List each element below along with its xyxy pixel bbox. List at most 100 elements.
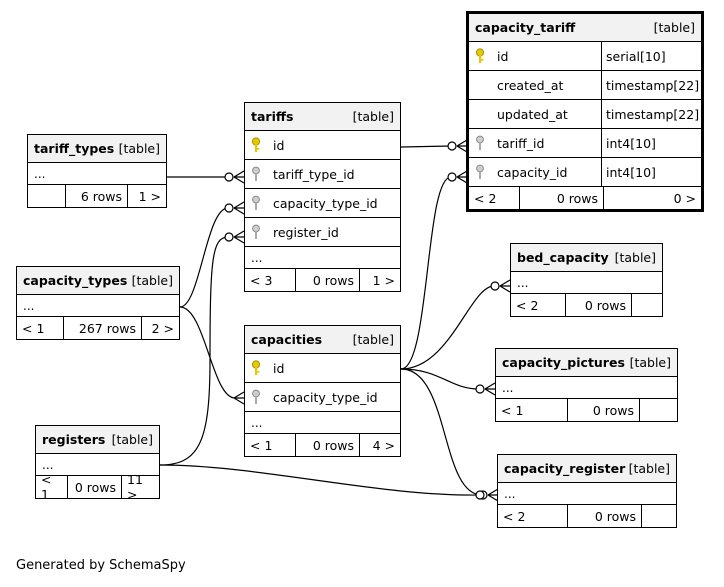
children-count [641, 505, 676, 527]
table-kind: [table] [628, 461, 670, 476]
parents-count: < 3 [250, 272, 273, 288]
column-name: register_id [273, 224, 339, 240]
column-name: id [273, 360, 285, 376]
column-row[interactable]: created_at timestamp[22] [469, 71, 701, 100]
children-count: 1 > [127, 185, 166, 207]
children-count: 2 > [141, 317, 179, 339]
parents-count [28, 185, 65, 207]
edge-capacity-types-capacities [179, 306, 236, 399]
edge-registers-tariffs [159, 236, 229, 466]
foreign-key-icon [476, 164, 484, 179]
children-count [631, 294, 662, 316]
column-row[interactable]: capacity_id int4[10] [469, 158, 701, 187]
table-header: capacity_types [table] [17, 267, 179, 295]
table-tariff-types[interactable]: tariff_types [table] ... 6 rows 1 > [27, 134, 167, 208]
column-type: timestamp[22] [601, 71, 701, 99]
table-header: capacity_register [table] [498, 455, 676, 483]
column-name: id [273, 137, 285, 153]
crowfoot-marker [490, 279, 511, 293]
primary-key-icon [251, 360, 261, 375]
table-capacity-pictures[interactable]: capacity_pictures [table] ... < 1 0 rows [495, 348, 678, 422]
table-capacity-tariff[interactable]: capacity_tariff [table] id serial[10] cr… [466, 11, 704, 212]
column-row[interactable]: tariff_id int4[10] [469, 129, 701, 158]
primary-key-icon [251, 137, 261, 152]
column-row[interactable]: capacity_type_id [245, 383, 400, 412]
crowfoot-marker [224, 201, 245, 215]
table-footer: < 2 0 rows 0 > [469, 187, 701, 209]
table-bed-capacity[interactable]: bed_capacity [table] ... < 2 0 rows [510, 243, 663, 317]
column-row[interactable]: id serial[10] [469, 42, 701, 71]
table-name: tariffs [251, 109, 294, 124]
table-capacity-types[interactable]: capacity_types [table] ... < 1 267 rows … [16, 266, 180, 340]
row-count: 0 rows [519, 187, 603, 209]
more-columns: ... [245, 247, 400, 269]
edge-tariffs-capacity-tariff [400, 145, 452, 148]
column-row[interactable]: register_id [245, 218, 400, 247]
table-kind: [table] [352, 109, 394, 124]
children-count: 0 > [603, 187, 701, 209]
table-name: tariff_types [34, 141, 115, 156]
column-row[interactable]: id [245, 354, 400, 383]
table-footer: < 1 267 rows 2 > [17, 317, 179, 339]
column-type: int4[10] [601, 158, 701, 186]
parents-count: < 2 [474, 190, 497, 206]
column-name: tariff_id [497, 135, 545, 151]
table-name: capacity_register [504, 461, 626, 476]
table-header: capacity_tariff [table] [469, 14, 701, 42]
crowfoot-marker [475, 488, 499, 502]
crowfoot-marker [447, 139, 468, 153]
table-footer: < 1 0 rows 11 > [36, 472, 159, 502]
children-count: 4 > [359, 434, 400, 456]
foreign-key-icon [252, 224, 260, 239]
table-footer: < 2 0 rows [498, 505, 676, 527]
column-name: tariff_type_id [273, 166, 355, 182]
table-kind: [table] [653, 20, 695, 35]
table-kind: [table] [614, 250, 656, 265]
table-name: bed_capacity [517, 250, 609, 265]
table-kind: [table] [131, 273, 173, 288]
column-name: capacity_id [497, 164, 568, 180]
table-capacity-register[interactable]: capacity_register [table] ... < 2 0 rows [497, 454, 677, 528]
table-kind: [table] [118, 141, 160, 156]
table-registers[interactable]: registers [table] ... < 1 0 rows 11 > [35, 425, 160, 502]
parents-count: < 1 [41, 472, 52, 502]
table-name: capacity_types [23, 273, 128, 288]
table-header: capacities [table] [245, 326, 400, 354]
table-header: capacity_pictures [table] [496, 349, 677, 377]
table-footer: < 1 0 rows 4 > [245, 434, 400, 456]
table-header: tariffs [table] [245, 103, 400, 131]
parents-count: < 1 [22, 320, 45, 336]
column-row[interactable]: id [245, 131, 400, 160]
edge-capacities-bed-capacity [400, 285, 495, 370]
crowfoot-marker [233, 391, 245, 405]
table-kind: [table] [629, 355, 671, 370]
column-row[interactable]: tariff_type_id [245, 160, 400, 189]
table-name: capacities [251, 332, 323, 347]
children-count [639, 399, 677, 421]
primary-key-icon [475, 48, 485, 63]
table-name: capacity_tariff [475, 20, 576, 35]
foreign-key-icon [252, 166, 260, 181]
column-name: created_at [497, 77, 564, 93]
column-type: serial[10] [601, 42, 701, 70]
table-capacities[interactable]: capacities [table] id capacity_type_id .… [244, 325, 401, 457]
foreign-key-icon [252, 389, 260, 404]
crowfoot-marker [224, 230, 245, 244]
row-count: 267 rows [63, 317, 141, 339]
parents-count: < 2 [516, 297, 539, 313]
table-name: registers [42, 432, 106, 447]
children-count: 1 > [359, 269, 400, 291]
parents-count: < 1 [501, 402, 524, 418]
crowfoot-marker [224, 170, 245, 184]
column-row[interactable]: updated_at timestamp[22] [469, 100, 701, 129]
column-row[interactable]: capacity_type_id [245, 189, 400, 218]
parents-count: < 1 [250, 437, 273, 453]
table-header: registers [table] [36, 426, 159, 454]
column-name: capacity_type_id [273, 389, 378, 405]
edge-capacity-types-tariffs [179, 207, 229, 308]
row-count: 0 rows [295, 269, 359, 291]
edge-capacities-capacity-register [400, 368, 483, 496]
table-tariffs[interactable]: tariffs [table] id tariff_type_id capaci… [244, 102, 401, 292]
table-footer: 6 rows 1 > [28, 185, 166, 207]
